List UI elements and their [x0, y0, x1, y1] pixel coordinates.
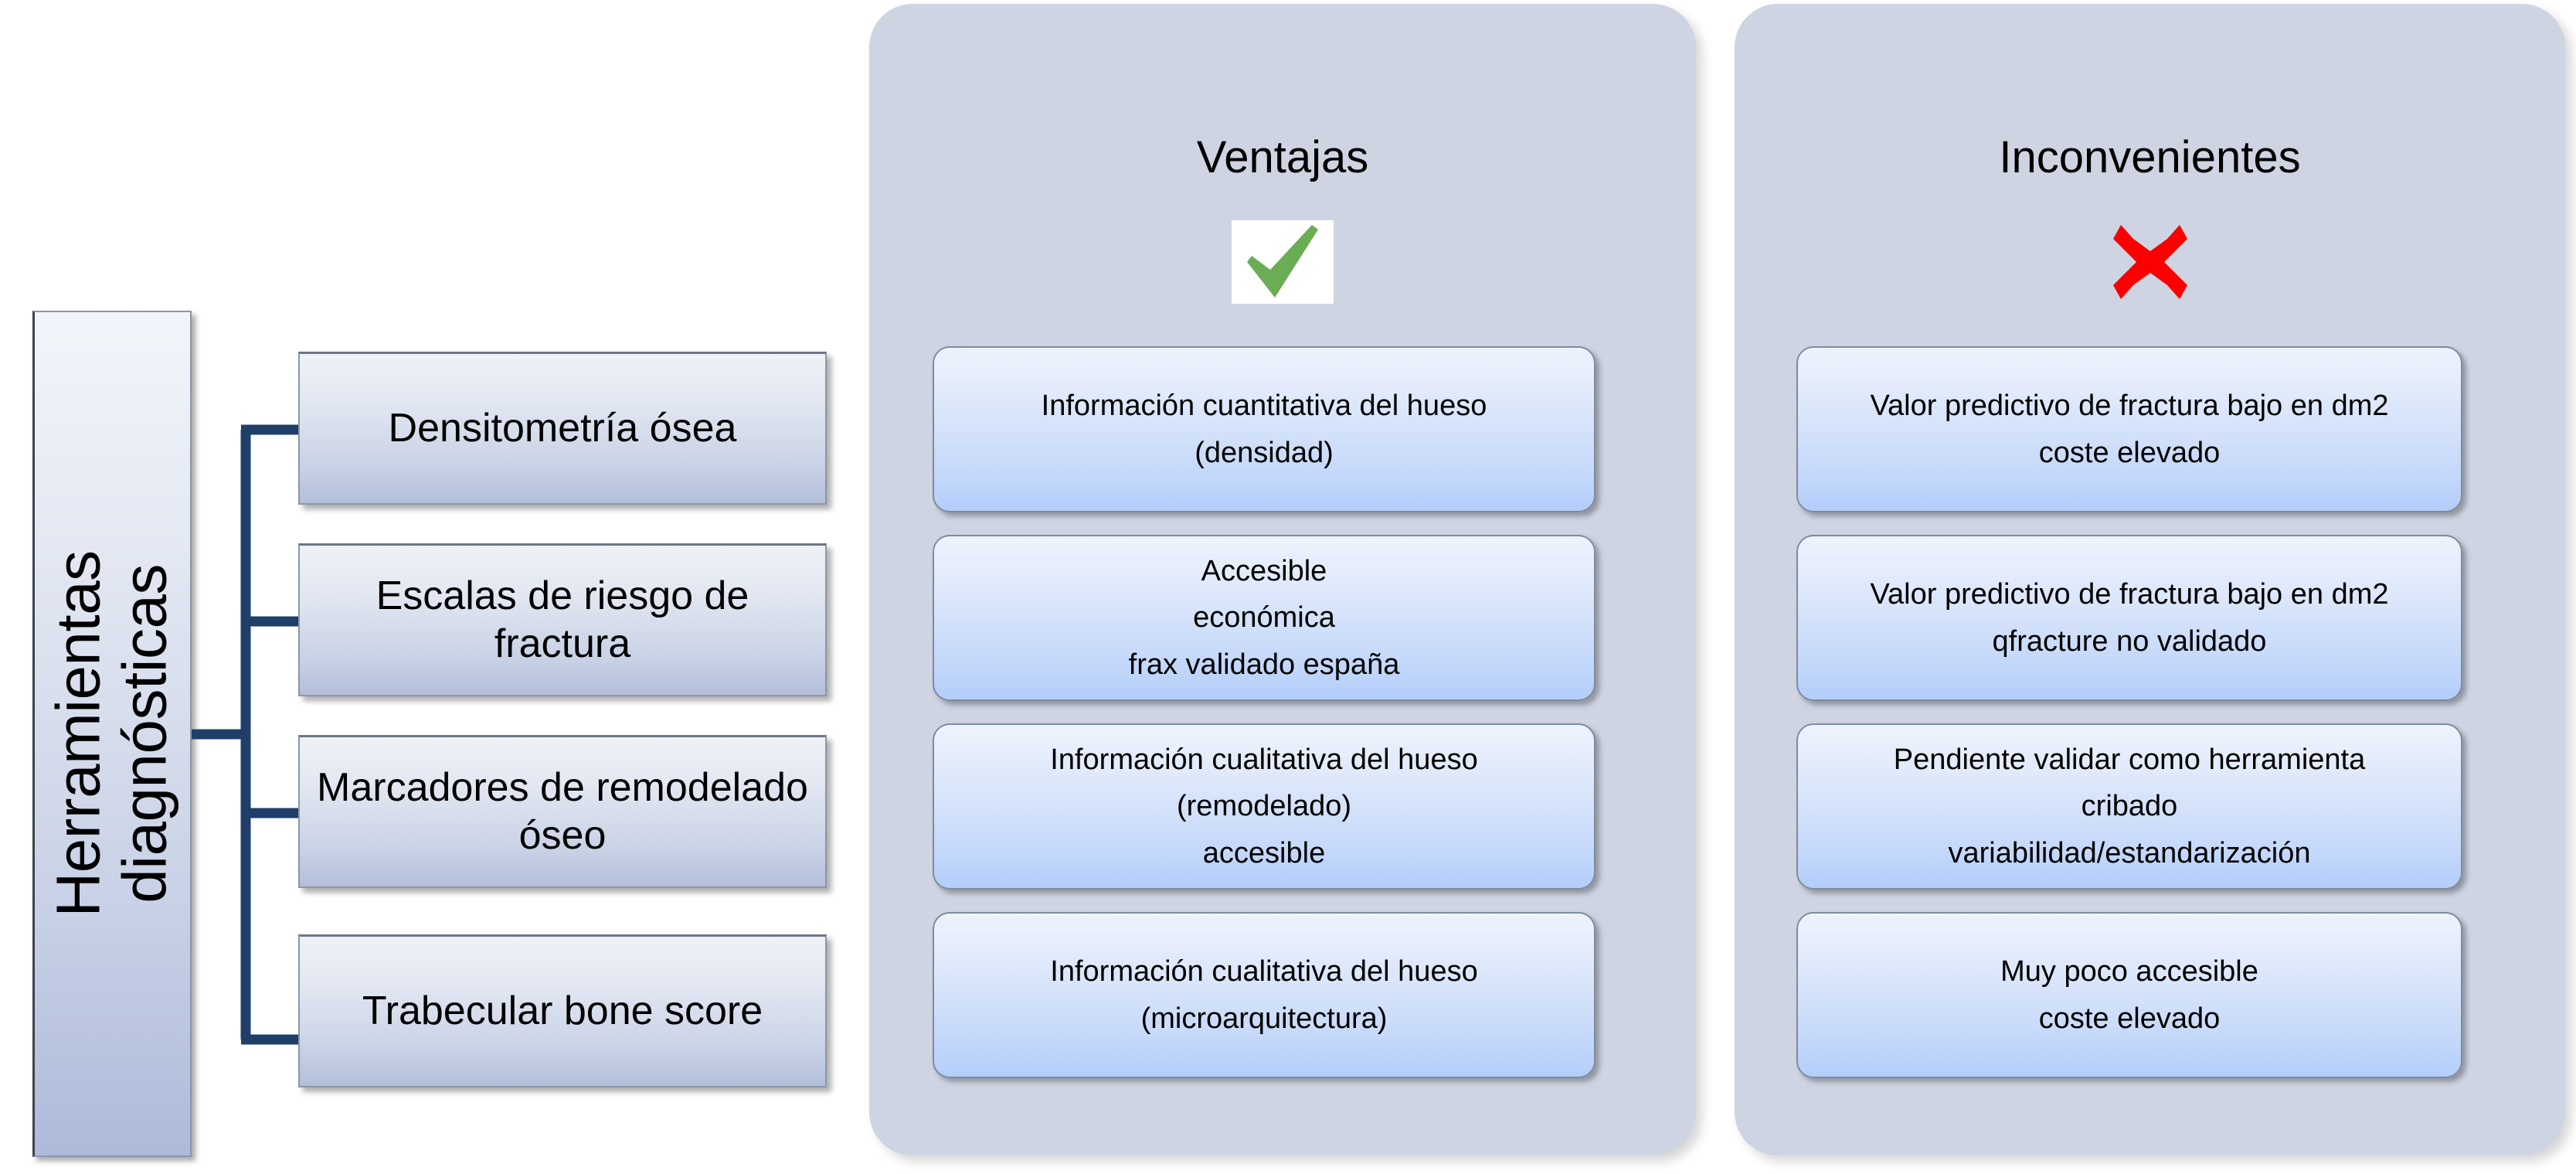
inconveniente-card-3: Pendiente validar como herramienta criba… [1796, 723, 2462, 890]
ventaja-3-line-1: Información cualitativa del hueso [1050, 744, 1478, 777]
inconveniente-card-4: Muy poco accesible coste elevado [1796, 912, 2462, 1078]
ventaja-3-line-3: accesible [1202, 836, 1326, 869]
inconveniente-3-line-2: cribado [2081, 790, 2178, 823]
inconvenientes-icon-wrapper [2099, 220, 2201, 304]
inconveniente-1-line-2: coste elevado [2038, 436, 2221, 469]
ventaja-4-line-2: (microarquitectura) [1140, 1002, 1388, 1035]
inconveniente-1-line-1: Valor predictivo de fractura bajo en dm2 [1870, 390, 2389, 423]
ventaja-card-3: Información cualitativa del hueso (remod… [933, 723, 1596, 890]
inconveniente-card-1: Valor predictivo de fractura bajo en dm2… [1796, 346, 2462, 512]
inconvenientes-panel: Inconvenientes Valor predictivo de fract… [1735, 4, 2565, 1155]
ventaja-card-4: Información cualitativa del hueso (micro… [933, 912, 1596, 1078]
ventaja-card-2: Accesible económica frax validado españa [933, 535, 1596, 701]
ventaja-2-line-3: frax validado españa [1128, 648, 1400, 681]
diagnostic-tools-title-text: Herramientas diagnósticas [44, 550, 180, 917]
check-mark-glyph [1247, 225, 1318, 298]
cross-mark-icon [2099, 220, 2201, 304]
ventajas-icon-wrapper [1232, 220, 1334, 304]
inconvenientes-title: Inconvenientes [1999, 132, 2301, 182]
inconveniente-2-line-1: Valor predictivo de fractura bajo en dm2 [1870, 578, 2389, 611]
inconveniente-4-line-2: coste elevado [2038, 1002, 2221, 1035]
ventaja-card-1: Información cuantitativa del hueso (dens… [933, 346, 1596, 512]
inconveniente-card-2: Valor predictivo de fractura bajo en dm2… [1796, 535, 2462, 701]
cross-mark-glyph [2112, 225, 2187, 299]
tool-box-marcadores-remodelado[interactable]: Marcadores de remodelado óseo [298, 735, 827, 888]
ventajas-panel: Ventajas Información cuantitativa del hu… [869, 4, 1696, 1155]
diagnostic-tools-title-box: Herramientas diagnósticas [32, 311, 192, 1157]
tool-box-trabecular-bone-score[interactable]: Trabecular bone score [298, 934, 827, 1087]
ventaja-1-line-2: (densidad) [1195, 436, 1334, 469]
ventaja-2-line-2: económica [1193, 601, 1335, 635]
tool-box-densitometria[interactable]: Densitometría ósea [298, 352, 827, 505]
inconveniente-3-line-1: Pendiente validar como herramienta [1893, 744, 2366, 777]
ventaja-1-line-1: Información cuantitativa del hueso [1041, 390, 1487, 423]
ventaja-3-line-2: (remodelado) [1177, 790, 1351, 823]
check-mark-icon [1232, 220, 1334, 304]
inconveniente-2-line-2: qfracture no validado [1992, 624, 2267, 658]
title-line-2: diagnósticas [110, 564, 180, 903]
title-line-1: Herramientas [44, 550, 114, 917]
inconveniente-3-line-3: variabilidad/estandarización [1948, 836, 2311, 869]
tool-box-escalas-riesgo[interactable]: Escalas de riesgo de fractura [298, 543, 827, 696]
ventaja-4-line-1: Información cualitativa del hueso [1050, 955, 1478, 989]
inconveniente-4-line-1: Muy poco accesible [2000, 955, 2258, 989]
ventajas-title: Ventajas [1196, 132, 1369, 182]
ventaja-2-line-1: Accesible [1201, 555, 1327, 588]
